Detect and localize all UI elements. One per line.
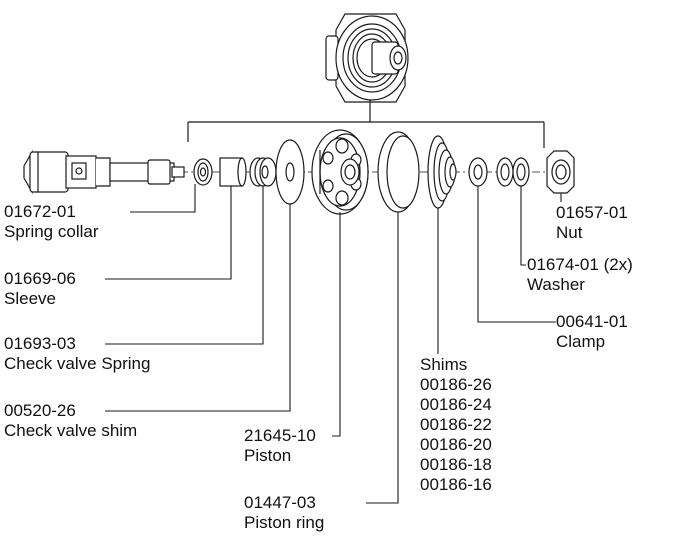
part-number: 01669-06 [4, 269, 76, 288]
label-spring-collar: 01672-01 Spring collar [4, 202, 99, 242]
check-valve-shim-shape [275, 139, 305, 205]
part-name: Piston [244, 446, 292, 465]
shim-number: 00186-22 [420, 415, 492, 434]
assembly-bracket [187, 100, 545, 148]
part-name: Sleeve [4, 289, 56, 308]
shim-number: 00186-20 [420, 435, 492, 454]
part-number: 01674-01 (2x) [527, 255, 633, 274]
part-number: 00520-26 [4, 401, 76, 420]
leader-check-valve-spring [105, 186, 264, 345]
clamp-shape [468, 157, 488, 187]
part-number: 01657-01 [556, 203, 628, 222]
shim-number: 00186-26 [420, 375, 492, 394]
leader-check-valve-shim [105, 204, 291, 412]
washer-shapes [496, 157, 530, 187]
label-nut: 01657-01 Nut [556, 203, 628, 243]
label-check-valve-spring: 01693-03 Check valve Spring [4, 334, 150, 374]
label-piston: 21645-10 Piston [244, 426, 316, 466]
shims-shape [427, 135, 457, 209]
part-name: Nut [556, 223, 583, 242]
piston-ring-shape [377, 131, 420, 213]
part-name: Washer [527, 275, 585, 294]
leader-spring-collar [130, 184, 196, 213]
piston-rod [23, 149, 185, 195]
piston-shape [311, 129, 369, 215]
part-name: Piston ring [244, 513, 325, 532]
shim-number: 00186-24 [420, 395, 492, 414]
label-washer: 01674-01 (2x) Washer [527, 255, 633, 295]
check-valve-spring-shape [249, 157, 277, 187]
part-number: 00641-01 [556, 312, 628, 331]
leader-piston [332, 212, 341, 437]
leader-washer [520, 186, 526, 266]
label-clamp: 00641-01 Clamp [556, 312, 628, 352]
part-name: Shims [420, 355, 468, 374]
part-number: 01672-01 [4, 202, 76, 221]
label-shims: Shims 00186-26 00186-24 00186-22 00186-2… [420, 355, 492, 495]
part-name: Check valve Spring [4, 354, 151, 373]
part-name: Clamp [556, 332, 606, 351]
sleeve-shape [219, 157, 247, 187]
part-name: Check valve shim [4, 421, 138, 440]
label-sleeve: 01669-06 Sleeve [4, 269, 76, 309]
part-name: Spring collar [4, 222, 99, 241]
part-number: 01693-03 [4, 334, 76, 353]
label-check-valve-shim: 00520-26 Check valve shim [4, 401, 137, 441]
part-number: 21645-10 [244, 426, 316, 445]
leader-clamp [477, 186, 556, 323]
assembled-piston-image [325, 13, 409, 103]
shim-number: 00186-16 [420, 475, 492, 494]
label-piston-ring: 01447-03 Piston ring [244, 493, 324, 533]
leader-piston-ring [366, 212, 399, 504]
leader-sleeve [105, 186, 232, 280]
part-number: 01447-03 [244, 493, 316, 512]
shim-number: 00186-18 [420, 455, 492, 474]
spring-collar-shape [193, 158, 213, 186]
nut-shape [546, 150, 575, 194]
